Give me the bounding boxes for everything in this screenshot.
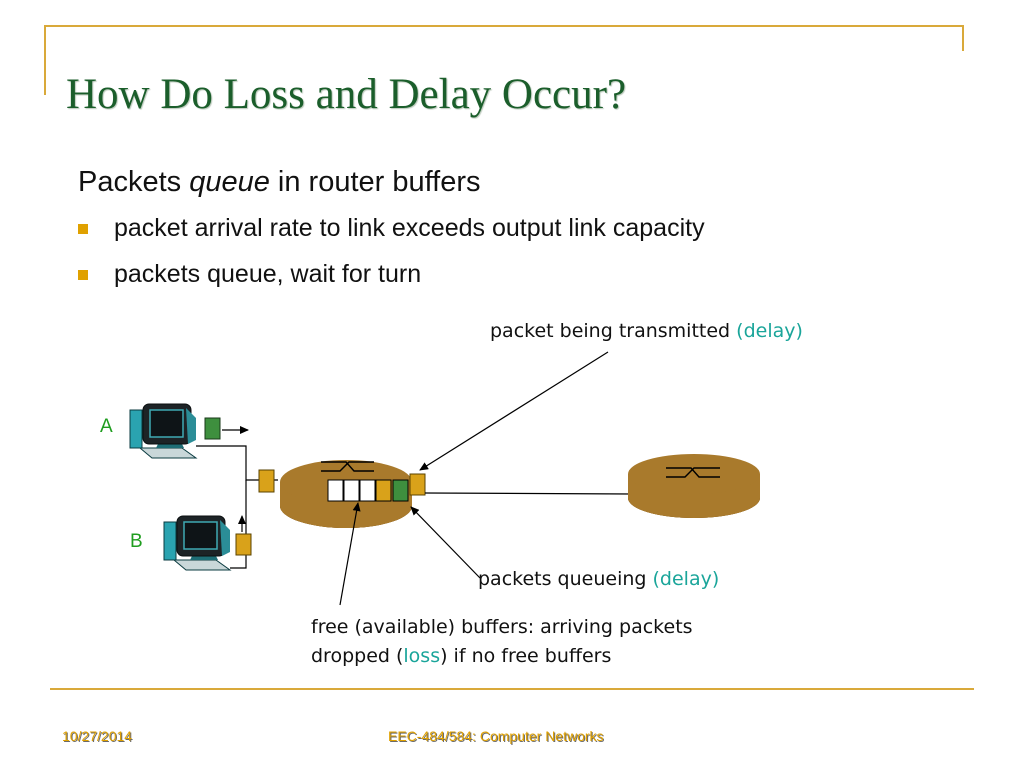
label-free-buffers-line2: dropped (loss) if no free buffers	[311, 642, 693, 671]
frame-top-rule	[44, 25, 964, 27]
label-packet-being-transmitted: packet being transmitted (delay)	[490, 320, 803, 342]
label-free-buffers: free (available) buffers: arriving packe…	[311, 613, 693, 671]
label-free-buffers-loss: loss	[403, 645, 441, 667]
bullet-square-icon	[78, 224, 88, 234]
label-free-buffers-before: dropped (	[311, 645, 404, 667]
label-transmitting-text: packet being transmitted	[490, 320, 737, 342]
bullet-text: packet arrival rate to link exceeds outp…	[114, 214, 705, 242]
subtitle-emphasis: queue	[189, 166, 270, 198]
subtitle-before: Packets	[78, 166, 190, 198]
label-free-buffers-line1: free (available) buffers: arriving packe…	[311, 616, 693, 638]
label-packets-queueing: packets queueing (delay)	[478, 568, 719, 590]
packet-gold-arriving	[258, 469, 275, 493]
frame-left-rule	[44, 25, 46, 95]
footer-course-title: EEC-484/584: Computer Networks	[388, 728, 604, 744]
callout-arrow-free-buffers	[339, 502, 361, 606]
packet-green-host-a	[204, 417, 221, 440]
host-b-label: B	[130, 531, 143, 552]
footer-date: 10/27/2014	[62, 728, 133, 744]
subtitle-after: in router buffers	[269, 166, 481, 198]
callout-arrow-queueing	[410, 506, 481, 579]
host-a-computer-icon	[129, 403, 198, 459]
host-b-computer-icon	[163, 515, 232, 571]
host-a-label: A	[100, 416, 113, 437]
label-queueing-delay: (delay)	[652, 568, 720, 590]
label-free-buffers-after: ) if no free buffers	[440, 645, 612, 667]
bullet-square-icon	[78, 270, 88, 280]
footer-rule	[50, 688, 974, 690]
packet-gold-host-b	[235, 533, 252, 556]
router-buffer-queue	[327, 479, 409, 502]
packet-being-transmitted	[409, 473, 426, 496]
label-transmitting-delay: (delay)	[736, 320, 803, 342]
slide-subtitle: Packets queue in router buffers	[78, 166, 481, 199]
frame-right-rule	[962, 25, 964, 51]
callout-arrow-transmitting	[419, 351, 609, 471]
bullet-text: packets queue, wait for turn	[114, 260, 422, 288]
router-right-icon	[628, 454, 760, 518]
label-queueing-text: packets queueing	[478, 568, 653, 590]
output-link	[424, 492, 633, 495]
slide-title: How Do Loss and Delay Occur?	[66, 71, 627, 118]
